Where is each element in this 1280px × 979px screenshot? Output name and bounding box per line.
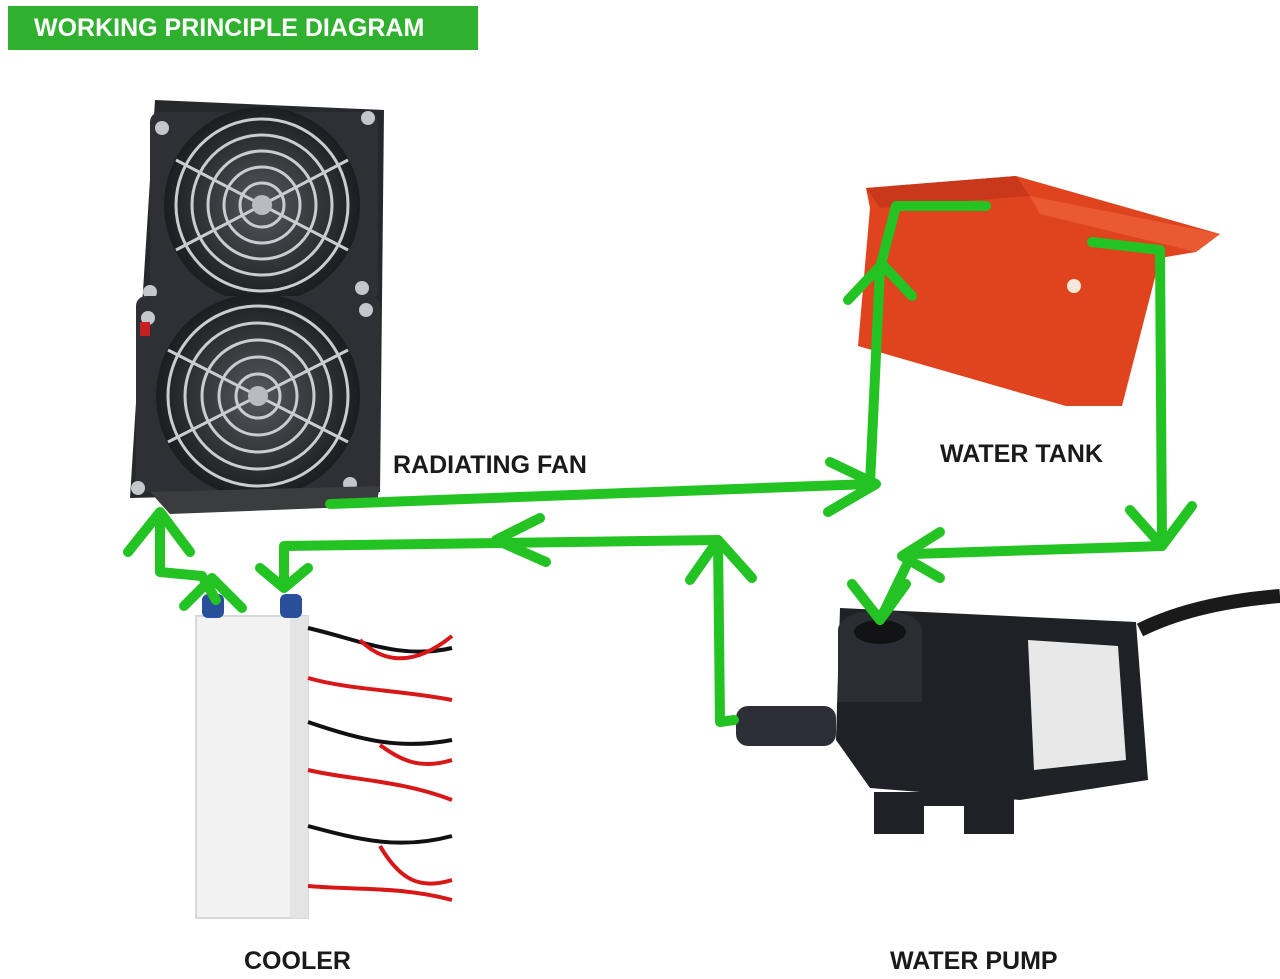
arrowhead-cooler-up [179,573,247,613]
fan-upper [143,107,378,303]
pump-power-cable [1136,589,1280,637]
arrowhead-tank-down [1125,501,1197,551]
arrowhead-cooler-left [491,513,551,567]
fan-lower [131,294,380,498]
arrowhead-pump-left [897,527,945,583]
arrowhead-pump-inlet [847,579,911,625]
arrowhead-tank-up [843,259,917,305]
diagram-title: WORKING PRINCIPLE DIAGRAM [8,6,478,50]
water-tank [858,176,1220,406]
flow-arrows [123,201,1197,727]
cooler-wires [307,626,454,902]
pump-label-sticker [1028,640,1126,770]
label-cooler: COOLER [244,947,351,975]
label-water-pump: WATER PUMP [890,947,1058,975]
label-radiating-fan: RADIATING FAN [393,451,587,479]
flow-pump-to-cooler [279,535,739,727]
cooler-outlet-nozzle [280,594,302,618]
arrowhead-fan-up [123,507,195,557]
arrowhead-pump-up [685,535,757,585]
arrowhead-tank-right [823,457,881,517]
pump-outlet-nozzle [736,706,836,746]
water-pump [736,589,1280,834]
cooler [195,594,454,919]
radiating-fan [130,100,384,514]
arrowhead-cooler-in [255,563,313,593]
label-water-tank: WATER TANK [940,440,1103,468]
